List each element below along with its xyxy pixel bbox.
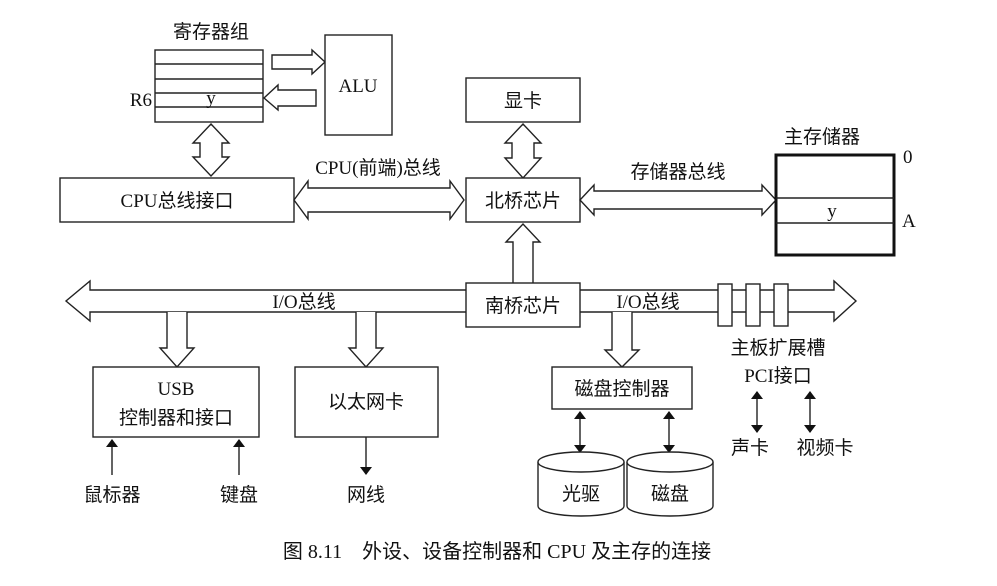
io-bus-right-label: I/O总线	[616, 291, 679, 313]
ethernet-card-label: 以太网卡	[328, 391, 404, 413]
expansion-slot-label-line2: PCI接口	[744, 365, 812, 387]
usb-label-line1: USB	[158, 379, 195, 400]
front-side-bus-label: CPU(前端)总线	[315, 157, 441, 179]
alu-box	[324, 34, 393, 136]
register-to-alu-arrow	[271, 48, 327, 76]
alu-label: ALU	[338, 76, 377, 97]
io-bus-left-label: I/O总线	[272, 291, 335, 313]
disk-controller-label: 磁盘控制器	[574, 378, 669, 400]
figure-caption: 图 8.11 外设、设备控制器和 CPU 及主存的连接	[283, 540, 711, 563]
cpu-bus-interface-label: CPU总线接口	[121, 190, 234, 212]
mouse-label: 鼠标器	[83, 484, 140, 506]
register-bus-interface-arrow	[191, 122, 231, 178]
memory-bus-arrow	[579, 183, 777, 217]
graphics-north-bridge-arrow	[503, 122, 543, 180]
memory-address-zero: 0	[903, 147, 913, 168]
network-cable-label: 网线	[347, 484, 385, 506]
disk-label: 磁盘	[651, 483, 689, 505]
usb-label-line2: 控制器和接口	[119, 407, 233, 429]
expansion-slot-label-line1: 主板扩展槽	[730, 337, 825, 359]
alu-to-register-arrow	[262, 83, 317, 112]
io-bus-left-arrow	[64, 279, 466, 323]
usb-controller-box	[92, 366, 260, 438]
register-file	[154, 49, 264, 123]
register-r6-value: y	[206, 88, 216, 109]
north-bridge-box	[465, 177, 581, 223]
optical-drive-label: 光驱	[562, 483, 600, 505]
ethernet-card-box	[294, 366, 439, 438]
register-group-label: 寄存器组	[173, 21, 249, 43]
memory-bus-label: 存储器总线	[630, 161, 725, 183]
video-card-label: 视频卡	[796, 437, 853, 459]
main-memory-box	[774, 153, 896, 257]
memory-cell-value: y	[827, 201, 837, 222]
south-bridge-box	[465, 282, 581, 328]
front-side-bus-arrow	[293, 178, 465, 222]
north-bridge-label: 北桥芯片	[485, 190, 561, 212]
graphics-card-label: 显卡	[504, 90, 542, 112]
memory-address-a: A	[902, 211, 916, 232]
disk-controller-box	[551, 366, 693, 410]
disk-cylinder	[626, 451, 714, 517]
sound-card-label: 声卡	[731, 437, 769, 459]
main-memory-title: 主存储器	[784, 126, 860, 148]
io-bus-to-usb-arrow	[158, 312, 196, 369]
south-to-north-bridge-arrow	[504, 222, 542, 283]
keyboard-label: 键盘	[220, 484, 258, 506]
graphics-card-box	[465, 77, 581, 123]
io-bus-to-ethernet-arrow	[347, 312, 385, 369]
south-bridge-label: 南桥芯片	[485, 295, 561, 317]
optical-drive-cylinder	[537, 451, 625, 517]
io-bus-to-disk-controller-arrow	[603, 312, 641, 368]
pci-expansion-slots	[717, 283, 789, 327]
register-r6-label: R6	[130, 90, 152, 111]
cpu-bus-interface-box	[59, 177, 295, 223]
